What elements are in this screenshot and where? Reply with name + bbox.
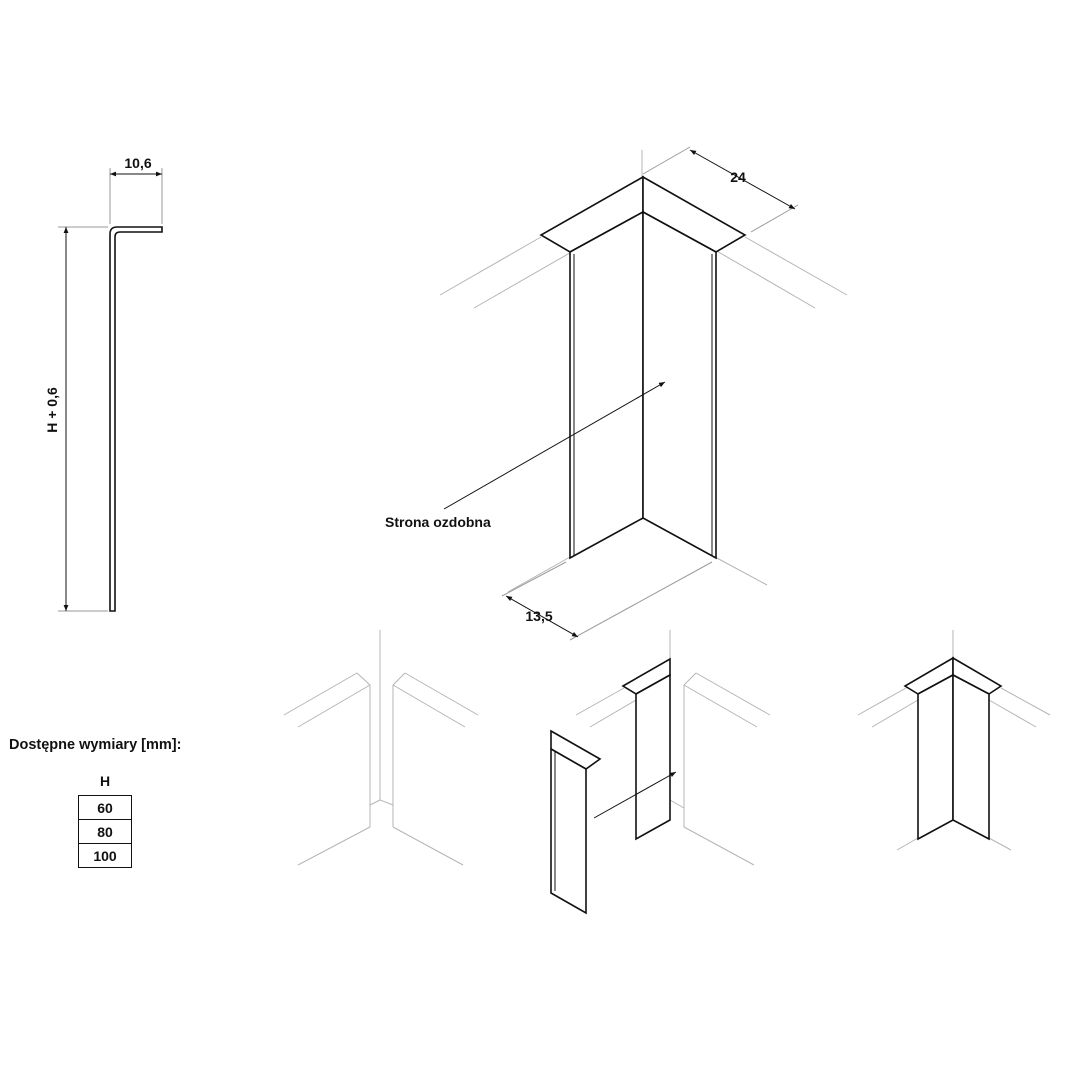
size-cell: 80 — [78, 819, 132, 844]
table-row: 60 — [78, 795, 132, 820]
dim-width-label: 13,5 — [525, 608, 552, 624]
table-row: 100 — [78, 843, 132, 868]
main-corner-view: Strona ozdobna 24 13,5 — [385, 146, 848, 641]
step-1-empty-corner — [283, 630, 479, 866]
step-3-installed-piece — [857, 630, 1051, 851]
sizes-column-header: H — [99, 773, 111, 789]
sizes-table: 60 80 100 — [78, 795, 132, 868]
dim-height-label: H + 0,6 — [44, 387, 60, 433]
dim-top-flange-label: 10,6 — [124, 155, 151, 171]
decorative-side-label: Strona ozdobna — [385, 514, 491, 530]
step-2-install-piece — [550, 630, 771, 915]
profile-section: 10,6 H + 0,6 — [44, 155, 163, 612]
available-sizes-title: Dostępne wymiary [mm]: — [9, 737, 182, 753]
dim-depth-label: 24 — [730, 169, 746, 185]
size-cell: 60 — [78, 795, 132, 820]
table-row: 80 — [78, 819, 132, 844]
size-cell: 100 — [78, 843, 132, 868]
